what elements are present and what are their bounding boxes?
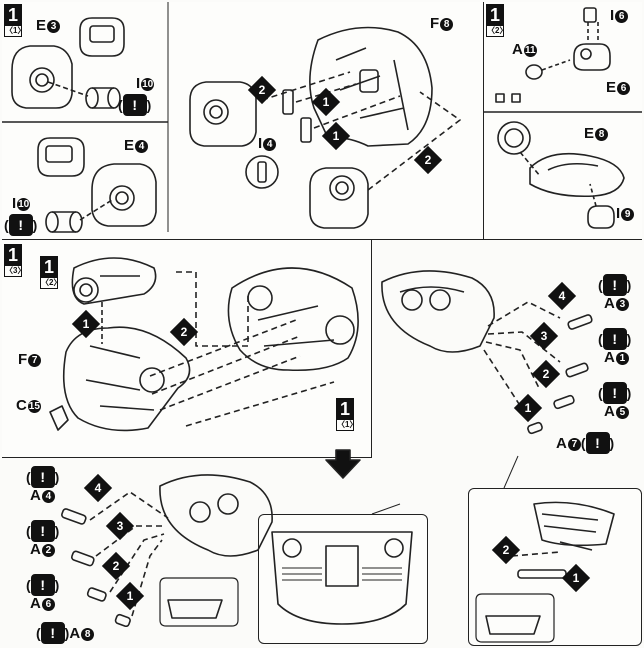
step-marker: 1 [513,393,543,423]
panel-badge-1-1: 1 〈1〉 [4,4,26,37]
panel-1-2 [484,2,642,240]
warning-a6: (!) [26,574,59,596]
assembled-view-box [258,514,428,644]
step-marker: 1 [561,563,591,593]
panel-number: 1 [40,256,58,278]
step-marker: 2 [531,359,561,389]
panel-subnumber: 〈1〉 [4,26,26,37]
panel-number: 1 [4,4,22,26]
step-marker: 3 [529,321,559,351]
warning-a5: (!) [598,382,631,404]
step-marker: 2 [413,145,443,175]
step-marker: 1 [115,581,145,611]
panel-number: 1 [4,244,22,266]
warning-a1: (!) [598,328,631,350]
warning-i10-bottom: (!) [4,214,37,236]
panel-subnumber: 〈1〉 [336,420,358,431]
step-marker: 1 [321,121,351,151]
step-marker: 2 [247,75,277,105]
panel-subnumber: 〈2〉 [40,278,62,289]
step-marker: 1 [311,87,341,117]
panel-1-3-left [2,240,372,458]
warning-a4: (!) [26,466,59,488]
panel-number: 1 [336,398,354,420]
step-marker: 2 [491,535,521,565]
step-marker: 4 [83,473,113,503]
reference-badge-1-1: 1 〈1〉 [336,398,358,431]
warning-a2: (!) [26,520,59,542]
panel-1-1 [2,2,484,240]
step-marker: 3 [105,511,135,541]
panel-subnumber: 〈2〉 [486,26,508,37]
warning-i10-top: (!) [118,94,151,116]
step-marker: 2 [101,551,131,581]
step-marker: 1 [71,309,101,339]
panel-subnumber: 〈3〉 [4,266,26,277]
warning-a3: (!) [598,274,631,296]
step-marker: 2 [169,317,199,347]
panel-badge-1-2: 1 〈2〉 [486,4,508,37]
panel-badge-1-3: 1 〈3〉 [4,244,26,277]
step-marker: 4 [547,281,577,311]
reference-badge-1-2: 1 〈2〉 [40,256,62,289]
panel-number: 1 [486,4,504,26]
